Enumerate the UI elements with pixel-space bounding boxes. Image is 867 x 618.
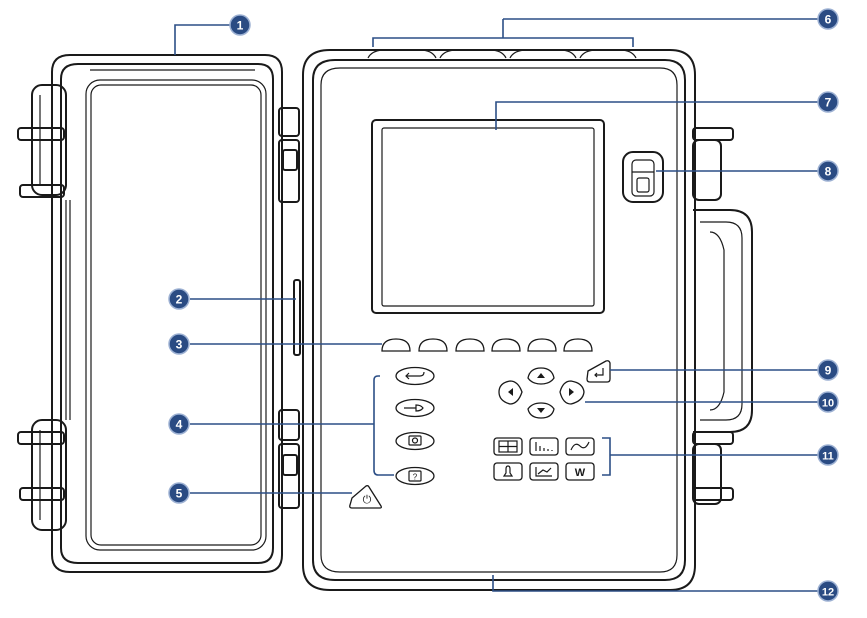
nav-left-key[interactable] (498, 380, 523, 405)
power-icon: ⏻ (363, 493, 372, 506)
callout-1: 1 (229, 14, 251, 36)
case-hinge (278, 107, 301, 509)
lid-latch-top (17, 84, 67, 198)
help-icon (408, 470, 422, 482)
callout-4-label: 4 (176, 418, 183, 432)
mode-key-trend[interactable] (529, 462, 559, 481)
body-latch-bottom (692, 431, 734, 505)
enter-arrow-icon (594, 368, 604, 378)
function-key-6[interactable] (563, 338, 593, 352)
mode-key-waveform-capture[interactable] (493, 437, 523, 456)
body-latch-top (692, 127, 734, 201)
function-key-5[interactable] (527, 338, 557, 352)
callout-9: 9 (817, 359, 839, 381)
callout-12-label: 12 (822, 587, 834, 599)
callout-3-label: 3 (176, 338, 183, 352)
nav-up-key[interactable] (527, 367, 555, 385)
nav-down-key[interactable] (527, 402, 555, 419)
mode-key-alarms[interactable] (493, 462, 523, 481)
mode-key-waveforms[interactable] (565, 437, 595, 456)
lid-stay (293, 279, 301, 356)
function-keys (381, 338, 593, 352)
nav-right-key[interactable] (559, 380, 585, 405)
callout-2-label: 2 (176, 293, 183, 307)
callout-5: 5 (168, 482, 190, 504)
function-key-3[interactable] (455, 338, 485, 352)
callout-10-label: 10 (822, 398, 834, 410)
callout-11: 11 (817, 444, 839, 466)
config-key[interactable] (395, 398, 435, 418)
display-screen (371, 119, 605, 314)
callout-7: 7 (817, 91, 839, 113)
return-arrow-icon (405, 371, 425, 380)
callout-10: 10 (817, 391, 839, 413)
mode-key-harmonics[interactable] (529, 437, 559, 456)
callout-2: 2 (168, 288, 190, 310)
case-lid (17, 54, 283, 573)
instrument-body (302, 49, 753, 591)
enter-key[interactable] (586, 360, 611, 383)
callout-8: 8 (817, 160, 839, 182)
callout-6: 6 (817, 8, 839, 30)
callout-11-label: 11 (822, 451, 834, 463)
navigation-pad (498, 360, 611, 419)
mode-keys: W (493, 437, 595, 481)
callout-3: 3 (168, 333, 190, 355)
mode-key-power-label: W (575, 467, 586, 479)
callout-12: 12 (817, 580, 839, 602)
return-key[interactable] (395, 366, 435, 386)
callout-9-label: 9 (825, 364, 832, 378)
wrench-icon (404, 404, 424, 412)
callout-8-label: 8 (825, 165, 832, 179)
function-key-2[interactable] (418, 338, 448, 352)
help-key[interactable]: ? (395, 466, 435, 486)
function-key-1[interactable] (381, 338, 411, 352)
svg-text:?: ? (413, 473, 418, 482)
function-key-4[interactable] (491, 338, 521, 352)
left-key-column: ? (395, 366, 435, 486)
snapshot-key[interactable] (395, 431, 435, 451)
callout-1-label: 1 (237, 19, 244, 33)
callout-7-label: 7 (825, 96, 832, 110)
power-key[interactable]: ⏻ (349, 485, 382, 509)
callout-4: 4 (168, 413, 190, 435)
callout-5-label: 5 (176, 487, 183, 501)
leader-lines (174, 18, 818, 592)
terminal-connectors (367, 49, 637, 59)
bell-icon (502, 465, 514, 477)
carry-handle (693, 209, 753, 433)
callout-6-label: 6 (825, 13, 832, 27)
lid-latch-bottom (17, 419, 67, 531)
mode-key-power[interactable]: W (565, 462, 595, 481)
camera-icon (408, 435, 422, 446)
usb-port[interactable] (622, 151, 664, 203)
